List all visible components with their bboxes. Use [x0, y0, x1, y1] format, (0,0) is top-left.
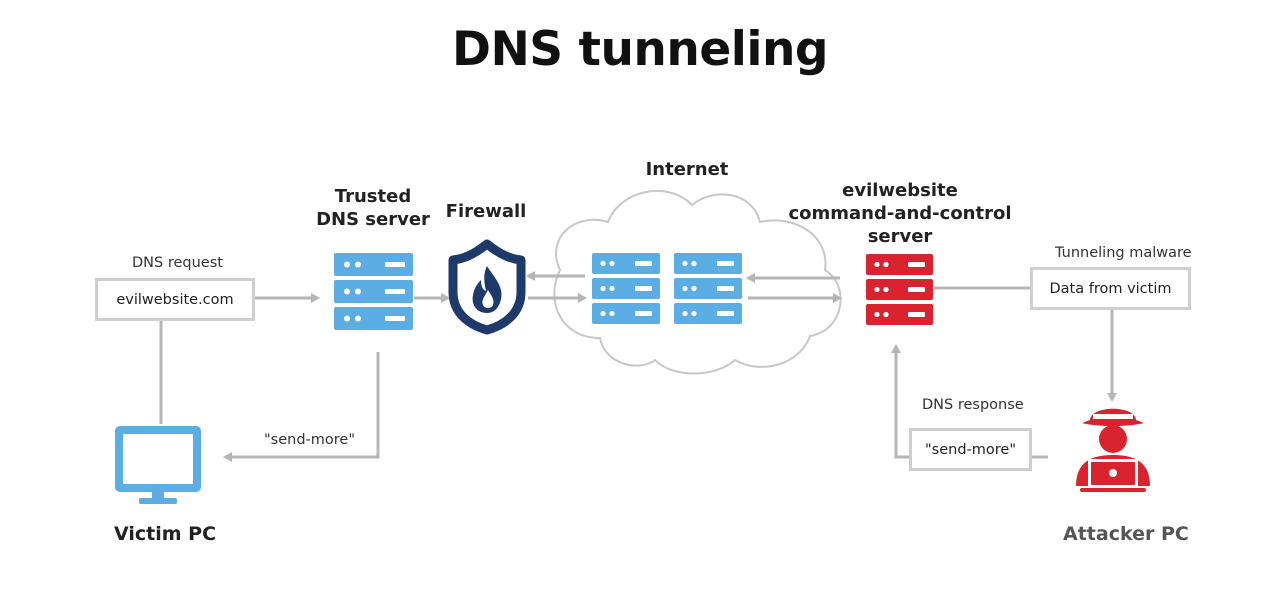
request-domain-box: evilwebsite.com	[95, 278, 255, 321]
page-title: DNS tunneling	[451, 22, 829, 77]
server-stack-icon	[866, 254, 933, 325]
trusted-dns-label: Trusted DNS server	[316, 186, 430, 230]
firewall-label: Firewall	[445, 201, 527, 222]
send-more-response-box: "send-more"	[909, 428, 1032, 471]
hacker-laptop-icon	[1076, 408, 1150, 492]
dns-request-label: DNS request	[132, 255, 223, 271]
internet-label: Internet	[645, 159, 729, 180]
connectors	[159, 271, 1117, 462]
server-stack-icon	[674, 253, 742, 324]
tunneling-malware-label: Tunneling malware	[1055, 245, 1192, 261]
server-stack-icon	[334, 253, 413, 330]
send-more-return-label: "send-more"	[264, 432, 356, 448]
arrow-response-to-c2	[891, 344, 910, 459]
attacker-pc-label: Attacker PC	[1063, 523, 1189, 545]
arrow-dns-to-victim	[223, 352, 380, 462]
c2-server-label: evilwebsite command-and-control server	[788, 180, 1012, 247]
shield-flame-icon	[448, 239, 526, 335]
victim-pc-label: Victim PC	[114, 523, 217, 545]
monitor-icon	[115, 426, 201, 504]
data-from-victim-box: Data from victim	[1030, 267, 1191, 310]
server-stack-icon	[592, 253, 660, 324]
dns-response-label: DNS response	[922, 397, 1024, 413]
